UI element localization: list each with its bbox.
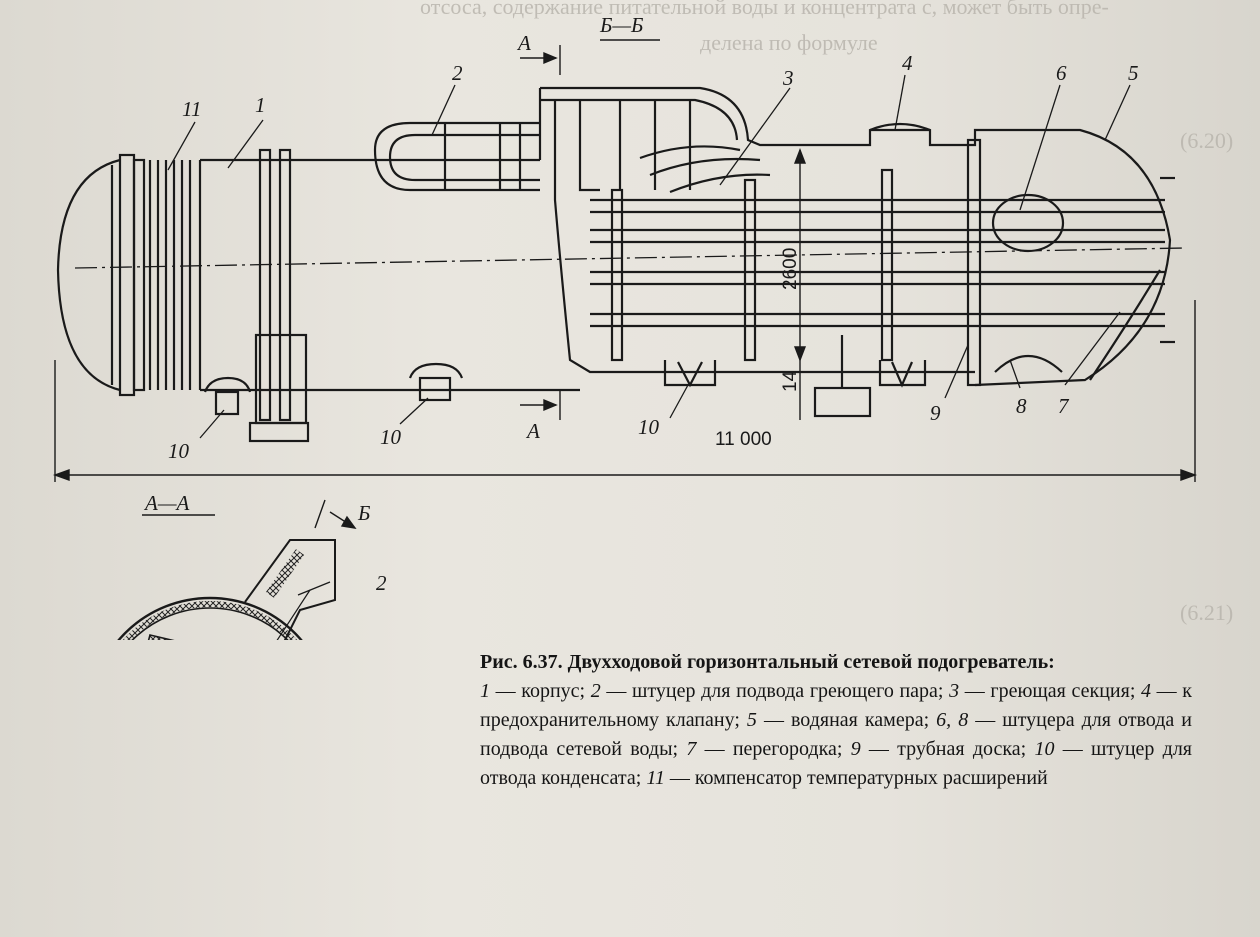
heater-drawing: Б—Б А А А—А Б Б 11 000 2600 14 1 2 3 4 5…: [52, 13, 1198, 640]
legend-text: — перегородка;: [696, 738, 851, 760]
legend-num: 7: [686, 738, 697, 760]
section-aa-drawing: [117, 539, 336, 640]
legend-text: — корпус;: [490, 680, 591, 702]
legend-text: — штуцер для подвода греющего пара;: [600, 680, 950, 702]
heating-section: [540, 86, 1172, 387]
cut-a-bottom-label: А: [525, 419, 540, 443]
legend-num: 1: [480, 680, 490, 702]
cut-a-top-label: А: [516, 31, 531, 55]
legend-text: — компенсатор температурных расширений: [664, 767, 1048, 789]
left-head: [56, 158, 121, 392]
legend-num: 3: [949, 680, 960, 702]
dim-small: 14: [780, 370, 801, 392]
caption-title: Рис. 6.37. Двухходовой горизонтальный се…: [480, 651, 1055, 673]
bleed-text-line: отсоса, содержание питательной воды и ко…: [420, 0, 1109, 19]
legend-text: — греющая секция;: [959, 680, 1142, 702]
callout-4: 4: [902, 51, 913, 75]
callout-10-mid: 10: [380, 425, 402, 449]
callout-11: 11: [182, 97, 201, 121]
legend-num: 2: [590, 680, 601, 702]
callout-2: 2: [452, 61, 463, 85]
legend-num: 9: [850, 738, 861, 760]
legend-num: 4: [1141, 680, 1152, 702]
bleed-text-line: (6.21): [1180, 600, 1234, 625]
steam-inlet-2: [373, 121, 540, 192]
legend-num: 10: [1034, 738, 1055, 760]
caption-legend: 1 — корпус; 2 — штуцер для подвода греющ…: [480, 677, 1192, 793]
compensator-11: [148, 160, 192, 390]
callout-1: 1: [255, 93, 266, 117]
callout-10-left: 10: [168, 439, 190, 463]
legend-text: — водяная камера;: [756, 709, 937, 731]
cut-b-top-label: Б: [357, 501, 370, 525]
section-aa-label: А—А: [143, 491, 190, 515]
callout-3: 3: [782, 66, 794, 90]
bleed-text-line: делена по формуле: [700, 30, 878, 55]
dim-height: 2600: [780, 248, 801, 290]
legend-text: — к предохранительному клапану;: [480, 680, 1193, 731]
left-flange: [118, 153, 136, 397]
legend-num: 11: [646, 767, 665, 789]
callout-2-section: 2: [376, 571, 387, 595]
legend-text: — штуцера для отвода и подвода сетевой в…: [480, 709, 1192, 760]
figure-caption: Рис. 6.37. Двухходовой горизонтальный се…: [480, 648, 1192, 793]
bleed-text-line: (6.20): [1180, 128, 1234, 153]
dim-length: 11 000: [715, 429, 772, 450]
callout-6: 6: [1056, 61, 1067, 85]
callout-9: 9: [930, 401, 941, 425]
legend-text: — штуцер для отвода конденсата;: [480, 738, 1193, 789]
tube-sheet-9: [966, 138, 982, 387]
legend-text: — трубная доска;: [860, 738, 1035, 760]
shell-body: [200, 158, 580, 392]
callout-10-right: 10: [638, 415, 660, 439]
nozzle-8: [994, 354, 1063, 373]
legend-num: 6, 8: [936, 709, 969, 731]
legend-num: 5: [746, 709, 757, 731]
callout-7: 7: [1058, 394, 1070, 418]
section-bb-label: Б—Б: [599, 13, 643, 37]
callout-8: 8: [1016, 394, 1027, 418]
callout-5: 5: [1128, 61, 1139, 85]
